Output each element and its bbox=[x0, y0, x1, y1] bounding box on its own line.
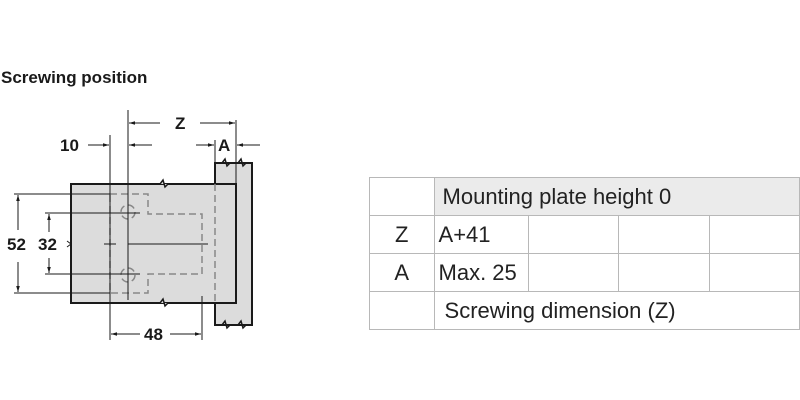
screwing-position-diagram: Z 10 A 52 32 48 bbox=[7, 110, 260, 344]
table-row: Z A+41 bbox=[369, 215, 800, 254]
dim-32-label: 32 bbox=[38, 235, 57, 254]
section-title: Screwing position bbox=[1, 68, 148, 87]
table-row: A Max. 25 bbox=[369, 253, 800, 292]
cell-empty bbox=[708, 253, 800, 292]
cell-empty bbox=[528, 215, 620, 254]
table-header-row: Mounting plate height 0 bbox=[369, 177, 800, 216]
cell-empty bbox=[618, 253, 710, 292]
cell-value: A+41 bbox=[433, 215, 530, 254]
dim-52-label: 52 bbox=[7, 235, 26, 254]
dim-z-label: Z bbox=[175, 114, 185, 133]
cell-empty bbox=[618, 215, 710, 254]
row-label: A bbox=[369, 253, 435, 292]
cell-empty bbox=[708, 215, 800, 254]
dim-48-label: 48 bbox=[144, 325, 163, 344]
table-footer-row: Screwing dimension (Z) bbox=[369, 291, 800, 330]
cell-empty bbox=[528, 253, 620, 292]
specification-table: Mounting plate height 0 Z A+41 A Max. 25… bbox=[369, 177, 800, 330]
row-label: Z bbox=[369, 215, 435, 254]
table-header: Mounting plate height 0 bbox=[433, 177, 800, 216]
cell-value: Max. 25 bbox=[433, 253, 530, 292]
table-footer: Screwing dimension (Z) bbox=[433, 291, 800, 330]
hidden-outline bbox=[109, 184, 216, 303]
dim-a-label: A bbox=[218, 136, 230, 155]
mounting-plate-body bbox=[70, 178, 237, 308]
dim-10-label: 10 bbox=[60, 136, 79, 155]
